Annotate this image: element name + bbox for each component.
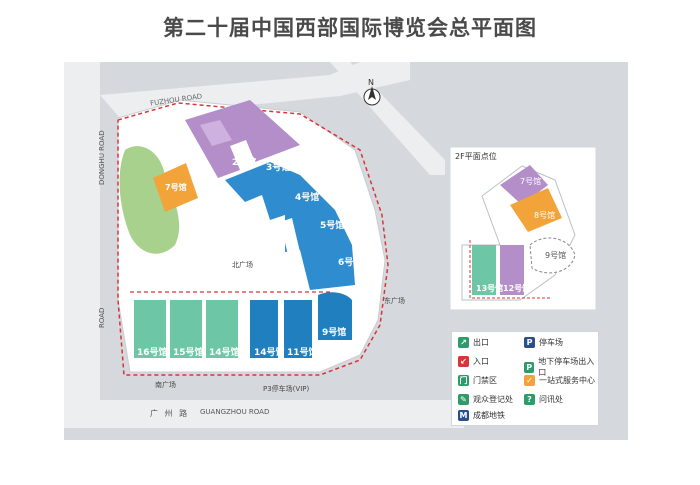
parking-icon: P <box>524 337 535 348</box>
gate-icon: 门 <box>458 375 469 386</box>
exit-icon: ↗ <box>458 337 469 348</box>
west-road <box>64 62 100 400</box>
hall-1-2[interactable] <box>185 100 300 178</box>
hall-15[interactable] <box>170 300 202 358</box>
inset-map <box>449 146 597 311</box>
inset-hall-9[interactable] <box>529 237 576 274</box>
hall-2-label: 2号馆 <box>232 158 257 168</box>
legend-gate-label: 门禁区 <box>473 376 497 385</box>
legend-service: ✓ 一站式服务中心 <box>524 375 595 386</box>
legend-underground-parking: P 地下停车场出入口 <box>524 356 598 378</box>
hall-7[interactable] <box>153 163 198 212</box>
inset-hall-8[interactable] <box>510 188 562 232</box>
legend-metro: M 成都地铁 <box>458 410 505 421</box>
legend-gate: 门 门禁区 <box>458 375 497 386</box>
legend-exit-label: 出口 <box>473 338 489 347</box>
inset-title: 2F平面点位 <box>455 152 497 161</box>
north-plaza-label: 北广场 <box>232 261 253 269</box>
hall-11[interactable] <box>250 300 278 358</box>
compass-label: N <box>368 78 374 87</box>
service-center-icon: ✓ <box>524 375 535 386</box>
hall-3-label: 3号馆 <box>266 163 291 173</box>
legend-visitor: ✎ 观众登记处 <box>458 394 513 405</box>
legend-visitor-label: 观众登记处 <box>473 395 513 404</box>
guangzhou-road-en-label: GUANGZHOU ROAD <box>200 408 270 416</box>
info-icon: ? <box>524 394 535 405</box>
legend-entrance-label: 入口 <box>473 357 489 366</box>
hall-5-label: 5号馆 <box>320 221 345 231</box>
legend-parking-label: 停车场 <box>539 338 563 347</box>
legend-info: ? 问讯处 <box>524 394 563 405</box>
hall-10-label: 11号馆 <box>287 348 318 358</box>
hall-16[interactable] <box>134 300 166 358</box>
hall-10[interactable] <box>284 300 312 358</box>
inset-hall-12-label: 12号馆 <box>503 284 531 293</box>
inset-hall-7[interactable] <box>500 165 548 205</box>
map-title: 第二十届中国西部国际博览会总平面图 <box>163 16 537 40</box>
legend-exit: ↗ 出口 <box>458 337 489 348</box>
north-compass <box>363 86 381 106</box>
legend-entrance: ↙ 入口 <box>458 356 489 367</box>
inset-hall-13[interactable] <box>472 245 496 295</box>
metro-icon: M <box>458 410 469 421</box>
inset-hall-13-label: 13号馆 <box>476 284 504 293</box>
inset-hall-7-label: 7号馆 <box>520 177 542 186</box>
hall-14[interactable] <box>206 300 238 358</box>
hall-15-label: 15号馆 <box>173 348 204 358</box>
legend-parking: P 停车场 <box>524 337 563 348</box>
hall-9[interactable] <box>318 292 352 340</box>
legend-metro-label: 成都地铁 <box>473 411 505 420</box>
hall-11-label: 14号馆 <box>254 348 285 358</box>
legend-info-label: 问讯处 <box>539 395 563 404</box>
hall-16-label: 16号馆 <box>137 348 168 358</box>
legend-underground-parking-label: 地下停车场出入口 <box>538 357 595 377</box>
guangzhou-road <box>64 400 464 428</box>
visitor-registration-icon: ✎ <box>458 394 469 405</box>
map-legend: ↗ 出口 P 停车场 ↙ 入口 P 地下停车场出入口 门 门禁区 ✓ 一站式服务… <box>451 331 599 426</box>
legend-service-label: 一站式服务中心 <box>539 376 595 385</box>
underground-parking-icon: P <box>524 361 535 373</box>
south-plaza-label: 南广场 <box>155 381 176 389</box>
hall-6-label: 6号馆 <box>338 258 363 268</box>
guangzhou-road-cn-label: 广 州 路 <box>150 409 190 418</box>
entrance-icon: ↙ <box>458 356 469 367</box>
hall-3-6[interactable] <box>225 162 355 290</box>
inset-hall-9-label: 9号馆 <box>545 251 567 260</box>
hall-7-label: 7号馆 <box>165 183 187 192</box>
east-road <box>330 62 445 175</box>
west-road-label: ROAD <box>98 307 106 328</box>
east-plaza-label: 东广场 <box>384 297 405 305</box>
vip-parking-label: P3停车场(VIP) <box>263 385 310 393</box>
donghu-road-label: DONGHU ROAD <box>98 130 106 185</box>
inset-hall-8-label: 8号馆 <box>534 211 556 220</box>
hall-9-label: 9号馆 <box>322 328 347 338</box>
boundary-route <box>117 102 389 376</box>
hall-14-label: 14号馆 <box>209 348 240 358</box>
hall-4-label: 4号馆 <box>295 193 320 203</box>
inset-hall-12[interactable] <box>500 245 524 295</box>
